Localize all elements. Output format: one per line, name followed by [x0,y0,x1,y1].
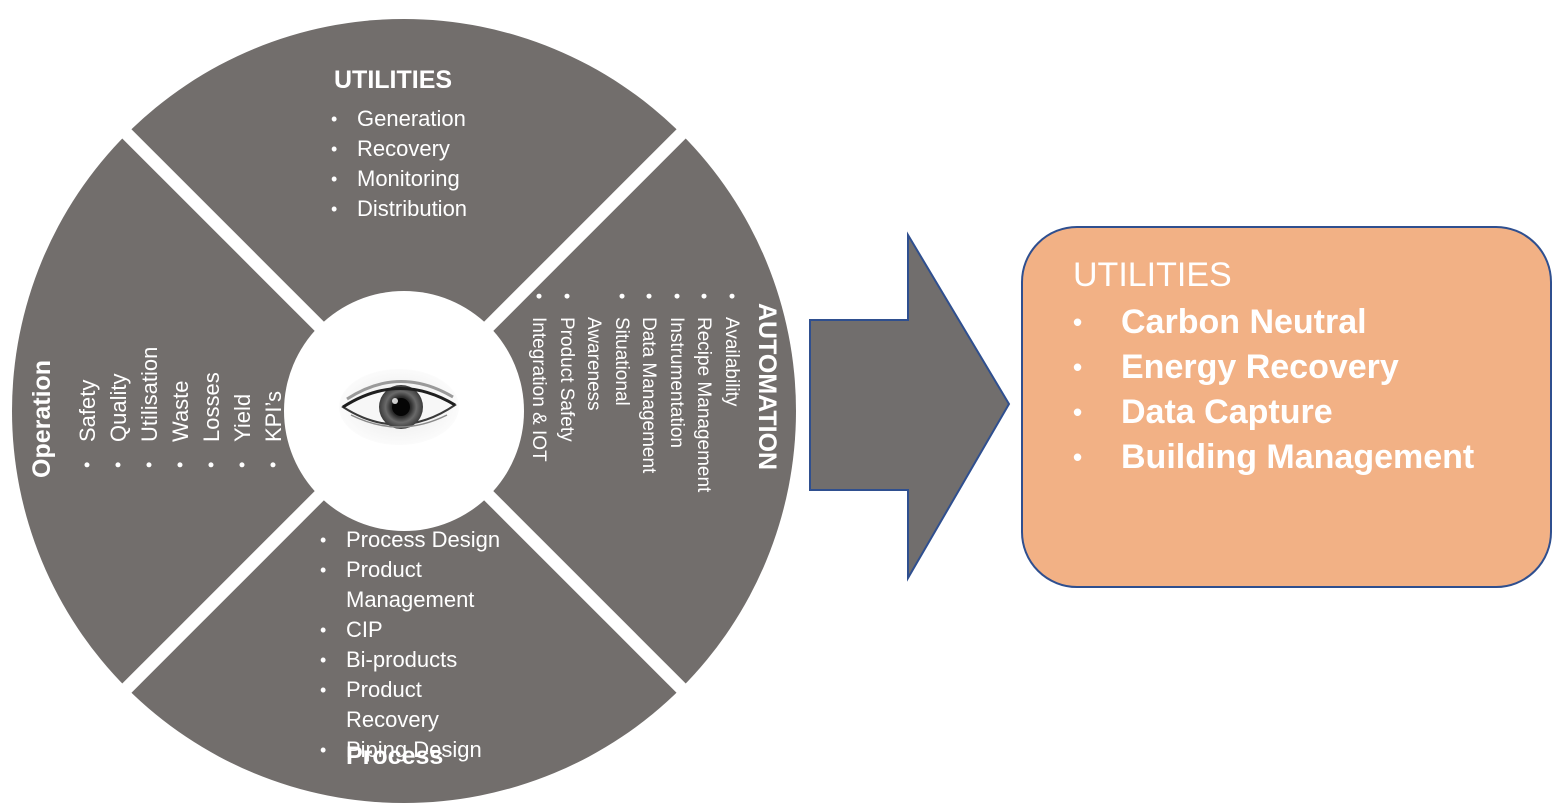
utilities-target-box: UTILITIES Carbon Neutral Energy Recovery… [1021,226,1552,588]
wheel-dividers [115,122,693,700]
operation-segment-list: Safety Quality Utilisation Waste Losses … [72,347,289,470]
list-item: Availability [718,291,746,492]
process-segment-list: Process Design Product Management CIP Bi… [318,525,516,765]
list-item: Energy Recovery [1071,345,1474,390]
list-item: Utilisation [134,347,165,470]
list-item: Generation [329,104,467,134]
list-item: KPI’s [258,347,289,470]
operation-segment-title: Operation [28,359,56,478]
list-item: Instrumentation [663,291,691,492]
target-box-title: UTILITIES [1073,256,1232,294]
list-item: Product Management [318,555,516,615]
target-box-list: Carbon Neutral Energy Recovery Data Capt… [1071,300,1474,480]
divider-top-left [115,122,325,332]
list-item: Yield [227,347,258,470]
list-item: Product Recovery [318,675,476,735]
list-item: CIP [318,615,516,645]
list-item: Waste [165,347,196,470]
list-item: Data Management [635,291,663,492]
divider-bottom-left [115,490,325,700]
list-item: Process Design [318,525,516,555]
list-item: Piping Design [318,735,516,765]
list-item: Safety [72,347,103,470]
utilities-segment-title: UTILITIES [334,66,453,94]
eye-icon [339,369,459,445]
list-item: Quality [103,347,134,470]
divider-bottom-right [483,490,693,700]
list-item: Distribution [329,194,467,224]
list-item: Carbon Neutral [1071,300,1474,345]
automation-segment-list: Availability Recipe Management Instrumen… [525,291,745,492]
list-item: Recipe Management [690,291,718,492]
list-item: Recovery [329,134,467,164]
automation-segment-title: AUTOMATION [753,303,781,471]
list-item: Data Capture [1071,390,1474,435]
list-item: Building Management [1071,435,1474,480]
list-item: Bi-products [318,645,516,675]
list-item: Integration & IOT [525,291,553,492]
utilities-segment-list: Generation Recovery Monitoring Distribut… [329,104,467,224]
list-item: Product Safety [553,291,581,492]
flow-arrow [809,231,1011,582]
list-item-continuation: Awareness [583,317,605,411]
list-item: Losses [196,347,227,470]
list-item: Situational [608,291,636,492]
process-segment-title: Process [346,742,444,770]
list-item: Monitoring [329,164,467,194]
divider-top-right [483,122,693,332]
